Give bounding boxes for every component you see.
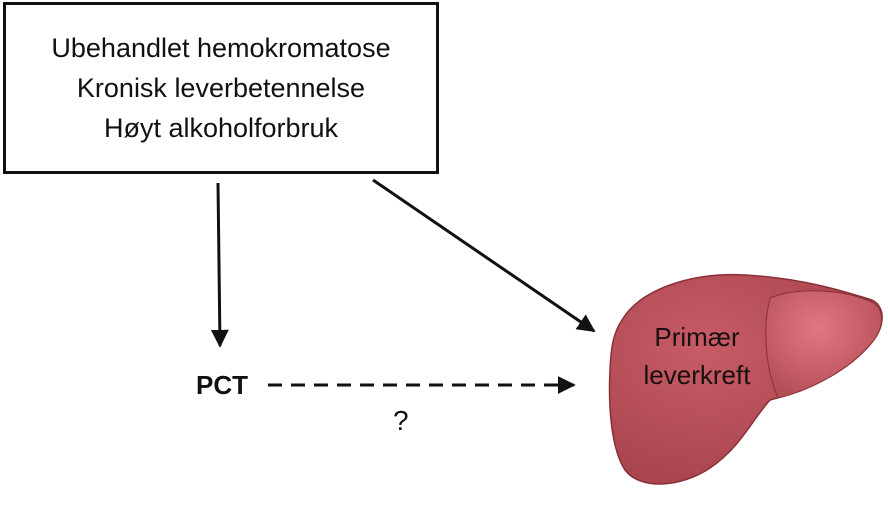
risk-factor-alcohol: Høyt alkoholforbruk — [103, 113, 339, 143]
liver-left-lobe — [765, 290, 882, 399]
liver-label-line2: leverkreft — [643, 360, 751, 390]
liver-label-line1: Primær — [654, 322, 740, 352]
pct-node-label: PCT — [196, 370, 248, 400]
liver-organ-icon — [608, 273, 883, 485]
unknown-relation-label: ? — [393, 405, 409, 436]
risk-factors-box: Ubehandlet hemokromatose Kronisk leverbe… — [3, 2, 439, 174]
risk-factor-hemochromatosis: Ubehandlet hemokromatose — [51, 33, 391, 63]
risk-factor-chronic-hepatitis: Kronisk leverbetennelse — [76, 73, 366, 103]
arrow-box-to-liver — [372, 178, 596, 333]
liver-cancer-label: Primær leverkreft — [632, 318, 762, 394]
arrow-box-to-pct — [210, 182, 229, 348]
